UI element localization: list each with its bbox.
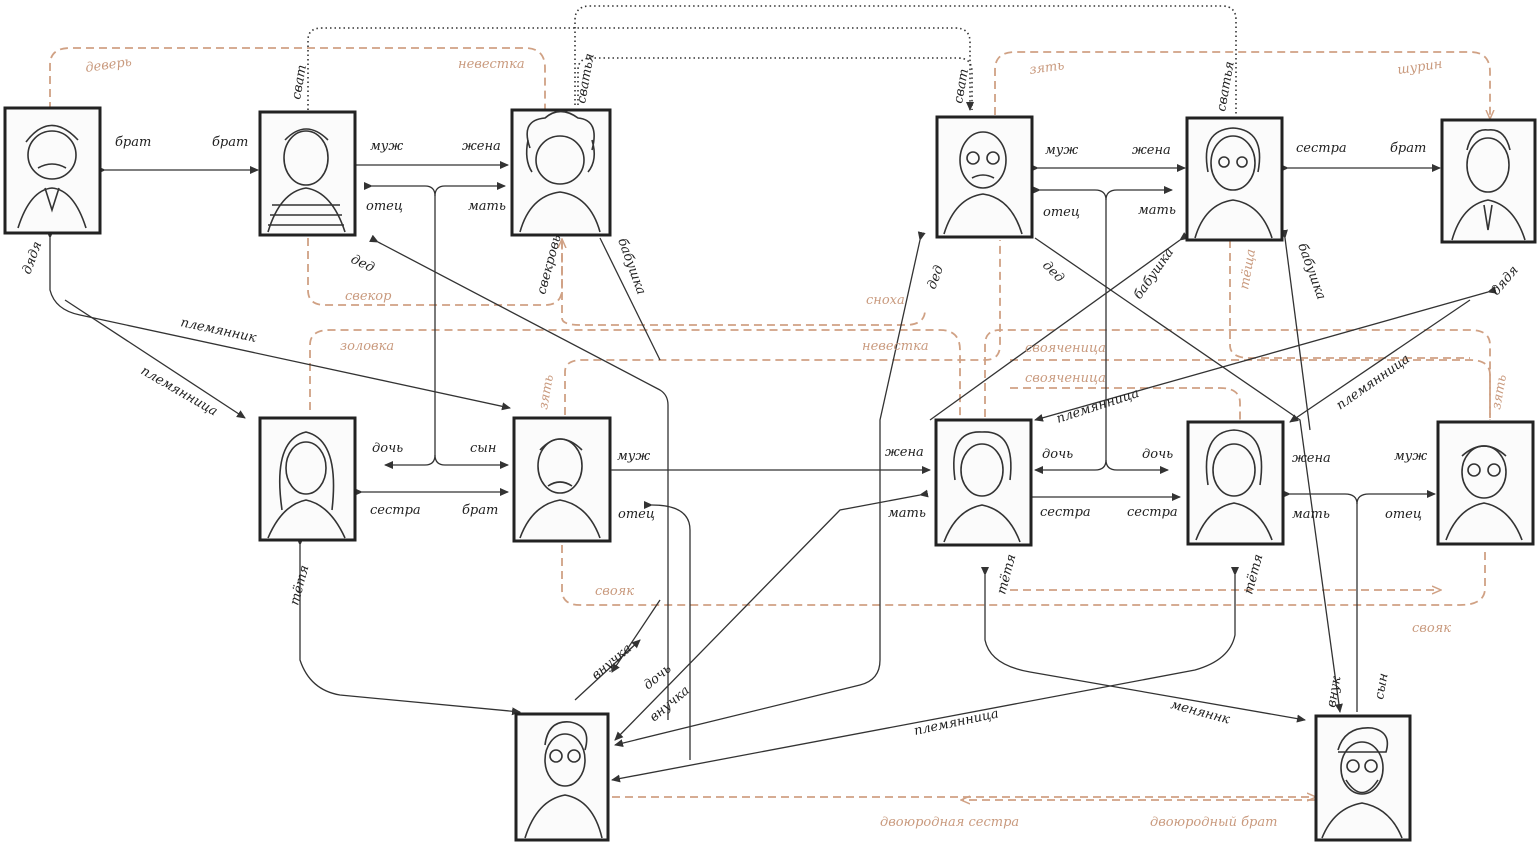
label-tetya-1: тётя — [287, 564, 312, 607]
label-brat-4: брат — [462, 503, 498, 518]
label-svekor: свекор — [345, 289, 392, 304]
portrait-father-middle — [512, 416, 612, 543]
label-dyadya-2: дядя — [1489, 263, 1522, 298]
label-otec-1: отец — [366, 199, 403, 214]
label-sestra-1: сестра — [1296, 141, 1347, 156]
portrait-uncle-middle-right — [1436, 420, 1535, 546]
label-brat-2: брат — [212, 135, 248, 150]
label-mat-4: мать — [1292, 507, 1330, 522]
label-vnuchka-1: внучка — [589, 641, 635, 683]
label-svat-2: сват — [951, 68, 972, 105]
label-zyat-2: зять — [536, 374, 557, 411]
portrait-boy-cousin — [1314, 714, 1412, 842]
relation-lines — [46, 161, 1497, 783]
label-syn-2: сын — [1372, 672, 1391, 701]
label-brat-1: брат — [115, 135, 151, 150]
label-ded-1: дед — [348, 252, 376, 276]
portrait-uncle-left — [3, 106, 102, 235]
label-muzh-2: муж — [1045, 143, 1078, 158]
label-ded-3: дед — [1039, 258, 1067, 286]
label-plemyannica-3: племянница — [1334, 352, 1413, 414]
label-svoyachenica-2: свояченица — [1025, 371, 1106, 386]
label-nevestka-2: невестка — [862, 339, 929, 354]
label-muzh-3: муж — [617, 449, 650, 464]
label-doch-1: дочь — [372, 441, 403, 456]
label-svoyak-2: свояк — [1412, 621, 1451, 636]
label-zhena-4: жена — [1292, 451, 1331, 466]
portrait-grandmother-right — [1185, 116, 1284, 242]
label-svoyak-1: свояк — [595, 584, 634, 599]
label-mat-2: мать — [1138, 203, 1176, 218]
portrait-father-left — [258, 110, 357, 237]
label-sestra-2: сестра — [370, 503, 421, 518]
label-svatya-2: сватья — [1214, 60, 1238, 112]
portrait-uncle-right — [1440, 118, 1537, 244]
label-zyat-1: зять — [1028, 58, 1065, 78]
label-ded-2: дед — [925, 264, 947, 292]
label-plemyannica-1: племянница — [138, 363, 220, 419]
label-nevestka-1: невестка — [458, 57, 525, 72]
label-otec-2: отец — [1043, 205, 1080, 220]
label-muzh-4: муж — [1394, 449, 1427, 464]
label-snokha: сноха — [866, 293, 905, 308]
label-svatya-1: сватья — [574, 52, 598, 104]
portrait-grandmother-left — [510, 108, 612, 237]
svat-lines — [307, 5, 1237, 115]
label-teshcha: тёща — [1237, 248, 1259, 291]
label-zolovka: золовка — [340, 339, 394, 354]
label-svoyachenica-1: свояченица — [1025, 341, 1106, 356]
label-shurin: шурин — [1396, 57, 1443, 78]
label-mat-3: мать — [888, 506, 926, 521]
label-doch-3: дочь — [1142, 447, 1173, 462]
label-plemyannik-1: племянник — [179, 315, 258, 346]
label-dvoyurodnaya-sestra: двоюродная сестра — [880, 815, 1019, 830]
label-syn-1: сын — [470, 441, 496, 456]
portrait-aunt-right — [1186, 420, 1285, 546]
label-plemyannica-2: племянница — [1055, 386, 1141, 427]
portrait-grandfather-right — [935, 115, 1034, 239]
label-otec-3: отец — [618, 507, 655, 522]
label-otec-4: отец — [1385, 507, 1422, 522]
label-zhena-2: жена — [1132, 143, 1171, 158]
label-vnuk: внук — [1324, 675, 1344, 709]
label-dever: деверь — [84, 55, 132, 76]
label-svekrov: свекровь — [534, 233, 564, 296]
label-muzh-1: муж — [370, 139, 403, 154]
portrait-aunt-left — [258, 416, 357, 542]
label-zyat-3: зять — [1489, 374, 1510, 411]
label-svat-1: сват — [289, 64, 310, 101]
label-sestra-4: сестра — [1127, 505, 1178, 520]
label-doch-2: дочь — [1042, 447, 1073, 462]
label-babushka-2: бабушка — [1131, 245, 1177, 302]
label-doch-4: дочь — [641, 661, 675, 693]
label-sestra-3: сестра — [1040, 505, 1091, 520]
label-babushka-3: бабушка — [1294, 241, 1328, 302]
label-mat-1: мать — [468, 199, 506, 214]
portrait-mother-middle — [934, 418, 1033, 547]
relation-labels: брат брат муж жена отец мать муж жена от… — [20, 52, 1522, 739]
inlaw-labels: деверь невестка зять шурин свекор сноха … — [84, 55, 1510, 830]
label-plemyannica-4: племянница — [913, 706, 1000, 739]
label-babushka-1: бабушка — [614, 236, 648, 297]
label-dyadya-1: дядя — [20, 240, 46, 277]
label-zhena-1: жена — [462, 139, 501, 154]
label-brat-3: брат — [1390, 141, 1426, 156]
label-zhena-3: жена — [885, 445, 924, 460]
label-dvoyurodny-brat: двоюродный брат — [1150, 815, 1277, 830]
portrait-girl-cousin — [514, 712, 610, 842]
